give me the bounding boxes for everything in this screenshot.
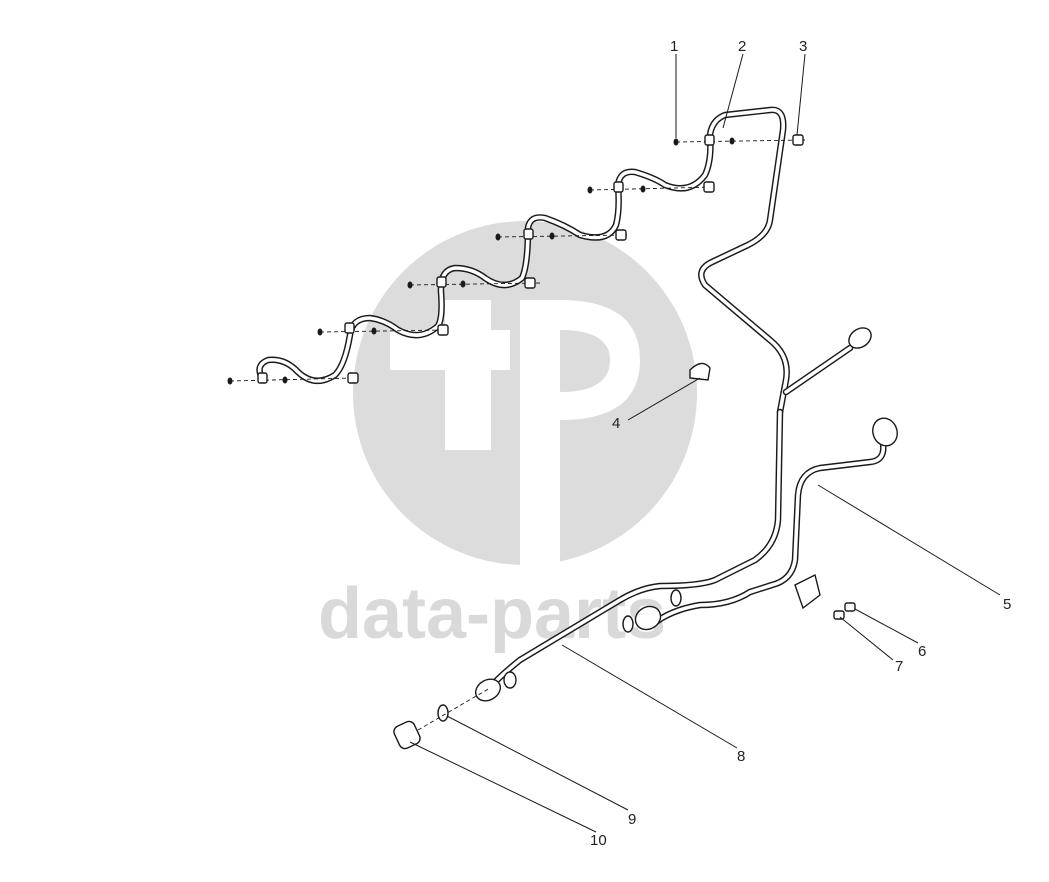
watermark-text: data-parts bbox=[318, 574, 666, 654]
callout-10: 10 bbox=[590, 832, 607, 849]
injector-connection bbox=[495, 228, 628, 241]
callout-7: 7 bbox=[895, 658, 903, 675]
injector-connection bbox=[227, 372, 359, 385]
callout-6: 6 bbox=[918, 643, 926, 660]
callout-1: 1 bbox=[670, 38, 678, 55]
callout-2: 2 bbox=[738, 38, 746, 55]
callout-3: 3 bbox=[799, 38, 807, 55]
injector-connection bbox=[587, 181, 716, 194]
injector-connection bbox=[407, 276, 541, 289]
callout-labels: 1 2 3 4 5 6 7 8 9 10 bbox=[590, 38, 1011, 849]
branch-pipe bbox=[782, 327, 872, 396]
leader-lines bbox=[409, 53, 1001, 833]
banjo-bolt-assembly bbox=[393, 687, 491, 750]
clip-part bbox=[689, 362, 711, 381]
callout-4: 4 bbox=[612, 415, 620, 432]
callout-8: 8 bbox=[737, 748, 745, 765]
leak-off-line bbox=[622, 417, 898, 633]
bracket-bolts bbox=[833, 602, 856, 620]
callout-9: 9 bbox=[628, 811, 636, 828]
return-line bbox=[474, 408, 784, 702]
callout-5: 5 bbox=[1003, 596, 1011, 613]
injector-connections bbox=[227, 134, 806, 385]
injector-connection bbox=[317, 322, 449, 336]
injector-connection bbox=[673, 134, 806, 146]
